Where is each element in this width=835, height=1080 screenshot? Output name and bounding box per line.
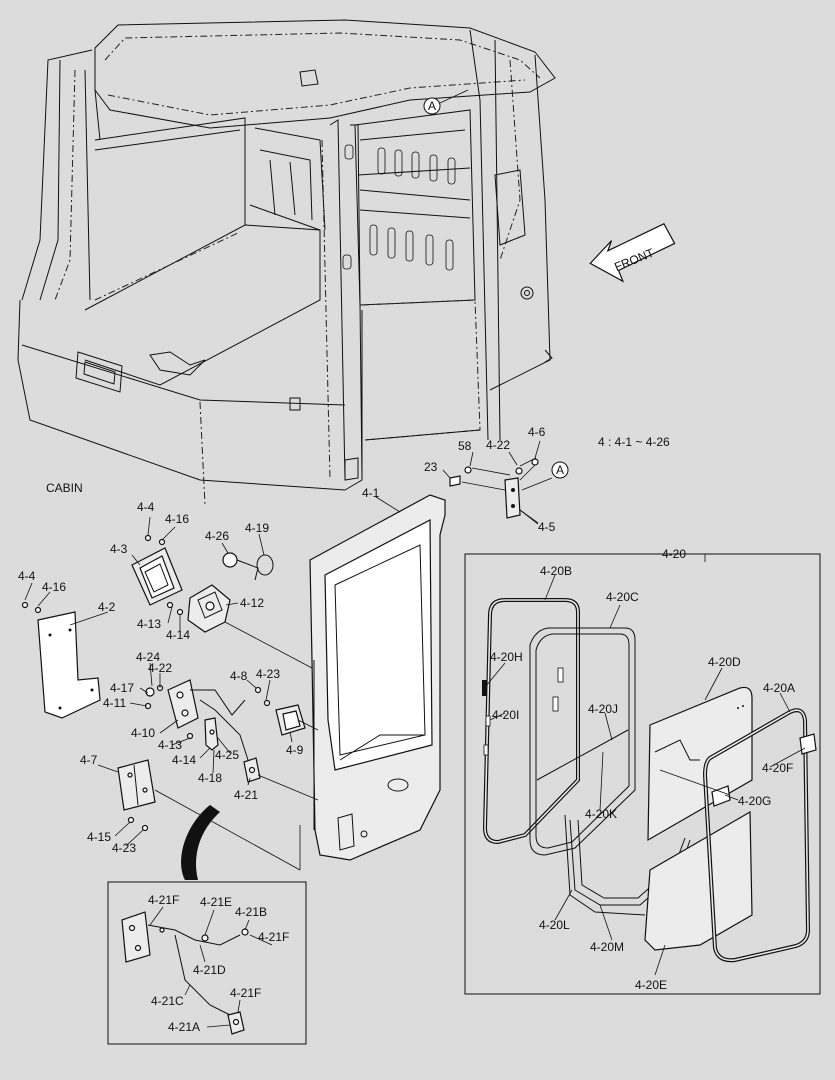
label-4-21D: 4-21D — [193, 963, 226, 977]
cover-plate-4-2 — [21, 601, 101, 719]
door-latch-4-10 — [144, 679, 249, 761]
label-4-24: 4-24 — [136, 650, 160, 664]
label-4-23-upper: 4-23 — [256, 667, 280, 681]
label-4-22-hinge: 4-22 — [486, 438, 510, 452]
label-58: 58 — [458, 439, 472, 453]
label-4-20I: 4-20I — [492, 708, 519, 722]
label-4-8: 4-8 — [230, 669, 248, 683]
front-direction-arrow: FRONT — [589, 223, 676, 283]
label-4-21F-a: 4-21F — [148, 893, 179, 907]
lever-4-14 — [186, 717, 219, 751]
label-4-20F: 4-20F — [762, 761, 793, 775]
label-4-21E: 4-21E — [200, 895, 232, 909]
handle-pocket-4-3 — [131, 534, 183, 606]
ref-a-label: A — [428, 99, 436, 113]
label-4-6: 4-6 — [528, 425, 546, 439]
ref-a-label-hinge: A — [556, 463, 564, 477]
label-4-20G: 4-20G — [738, 794, 771, 808]
label-4-18: 4-18 — [198, 771, 222, 785]
label-4-4-left: 4-4 — [18, 569, 36, 583]
detail-pointer — [181, 805, 220, 880]
label-4-25: 4-25 — [215, 748, 239, 762]
label-4-20K: 4-20K — [585, 807, 617, 821]
label-4-21F-c: 4-21F — [230, 986, 261, 1000]
label-4-4-upper: 4-4 — [137, 500, 155, 514]
label-4-14-lower: 4-14 — [172, 753, 196, 767]
label-4-12: 4-12 — [240, 596, 264, 610]
label-4-16-upper: 4-16 — [165, 512, 189, 526]
label-4-13-lower: 4-13 — [158, 738, 182, 752]
label-4-21A: 4-21A — [168, 1020, 200, 1034]
label-4-23-lower: 4-23 — [112, 841, 136, 855]
inner-handle-4-9 — [254, 686, 306, 736]
label-4-19: 4-19 — [245, 521, 269, 535]
label-4-21F-b: 4-21F — [258, 930, 289, 944]
label-4-13-upper: 4-13 — [137, 617, 161, 631]
window-assembly-box — [464, 553, 821, 995]
label-4-21C: 4-21C — [151, 994, 184, 1008]
label-4-16-left: 4-16 — [42, 580, 66, 594]
label-4-9: 4-9 — [286, 743, 304, 757]
label-4-1: 4-1 — [362, 486, 380, 500]
label-4-21: 4-21 — [234, 788, 258, 802]
label-4-7: 4-7 — [80, 753, 98, 767]
label-4-5: 4-5 — [538, 520, 556, 534]
ref-a-top: A — [423, 89, 469, 115]
hinge-assembly: A — [449, 457, 569, 525]
label-4-20D: 4-20D — [708, 655, 741, 669]
label-4-26: 4-26 — [205, 529, 229, 543]
door-switch-4-21 — [243, 757, 261, 783]
label-4-20J: 4-20J — [588, 702, 618, 716]
label-4-21B: 4-21B — [235, 905, 267, 919]
label-4-20: 4-20 — [662, 547, 686, 561]
label-4-20B: 4-20B — [540, 564, 572, 578]
label-4-20A: 4-20A — [763, 681, 795, 695]
label-4-20H: 4-20H — [490, 650, 523, 664]
range-note: 4 : 4-1 ~ 4-26 — [598, 435, 670, 449]
lock-bracket-4-12 — [166, 552, 274, 633]
part-labels: CABIN 4 : 4-1 ~ 4-26 4-1 4-2 4-3 4-4 4-4… — [18, 425, 795, 1034]
label-4-17: 4-17 — [110, 681, 134, 695]
cabin-frame — [17, 19, 556, 506]
hinge-plate-4-7 — [117, 759, 156, 832]
switch-detail-inset — [107, 881, 307, 1045]
leader-lines — [24, 440, 806, 1028]
label-4-3: 4-3 — [110, 542, 128, 556]
cabin-title: CABIN — [46, 481, 83, 495]
label-4-11: 4-11 — [103, 696, 126, 710]
label-4-14-upper: 4-14 — [166, 628, 190, 642]
label-23: 23 — [424, 460, 438, 474]
label-4-2: 4-2 — [98, 600, 116, 614]
label-4-20E: 4-20E — [635, 978, 667, 992]
label-4-20M: 4-20M — [590, 940, 624, 954]
label-4-15: 4-15 — [87, 830, 111, 844]
door-panel — [309, 494, 446, 861]
label-4-22-latch: 4-22 — [148, 661, 172, 675]
label-4-20C: 4-20C — [606, 590, 639, 604]
label-4-10: 4-10 — [131, 726, 155, 740]
label-4-20L: 4-20L — [539, 918, 570, 932]
